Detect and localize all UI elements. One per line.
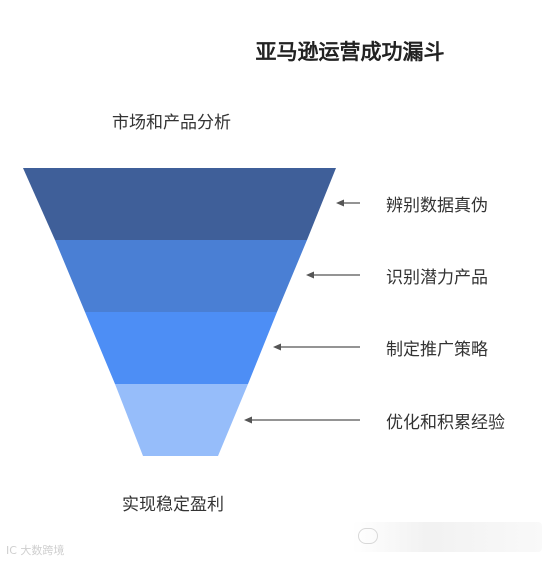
watermark-text: IC 大数跨境 xyxy=(6,544,65,557)
watermark-badge xyxy=(352,522,542,552)
arrow-stage-2 xyxy=(306,271,360,279)
page-title: 亚马逊运营成功漏斗 xyxy=(255,40,445,64)
arrow-stage-1 xyxy=(336,199,360,207)
funnel-top-label: 市场和产品分析 xyxy=(112,113,231,133)
arrow-stage-3 xyxy=(273,343,360,351)
funnel-stage-1 xyxy=(23,168,336,240)
chat-icon xyxy=(358,528,378,544)
arrow-stage-4 xyxy=(244,416,360,424)
funnel-stage-2 xyxy=(55,240,307,312)
stage-label-3: 制定推广策略 xyxy=(386,340,488,360)
stage-label-4: 优化和积累经验 xyxy=(386,413,505,433)
stage-label-2: 识别潜力产品 xyxy=(386,268,488,288)
stage-label-1: 辨别数据真伪 xyxy=(386,196,488,216)
funnel-bottom-label: 实现稳定盈利 xyxy=(122,495,224,515)
funnel-stage-4 xyxy=(115,384,248,456)
funnel-stage-3 xyxy=(85,312,277,384)
